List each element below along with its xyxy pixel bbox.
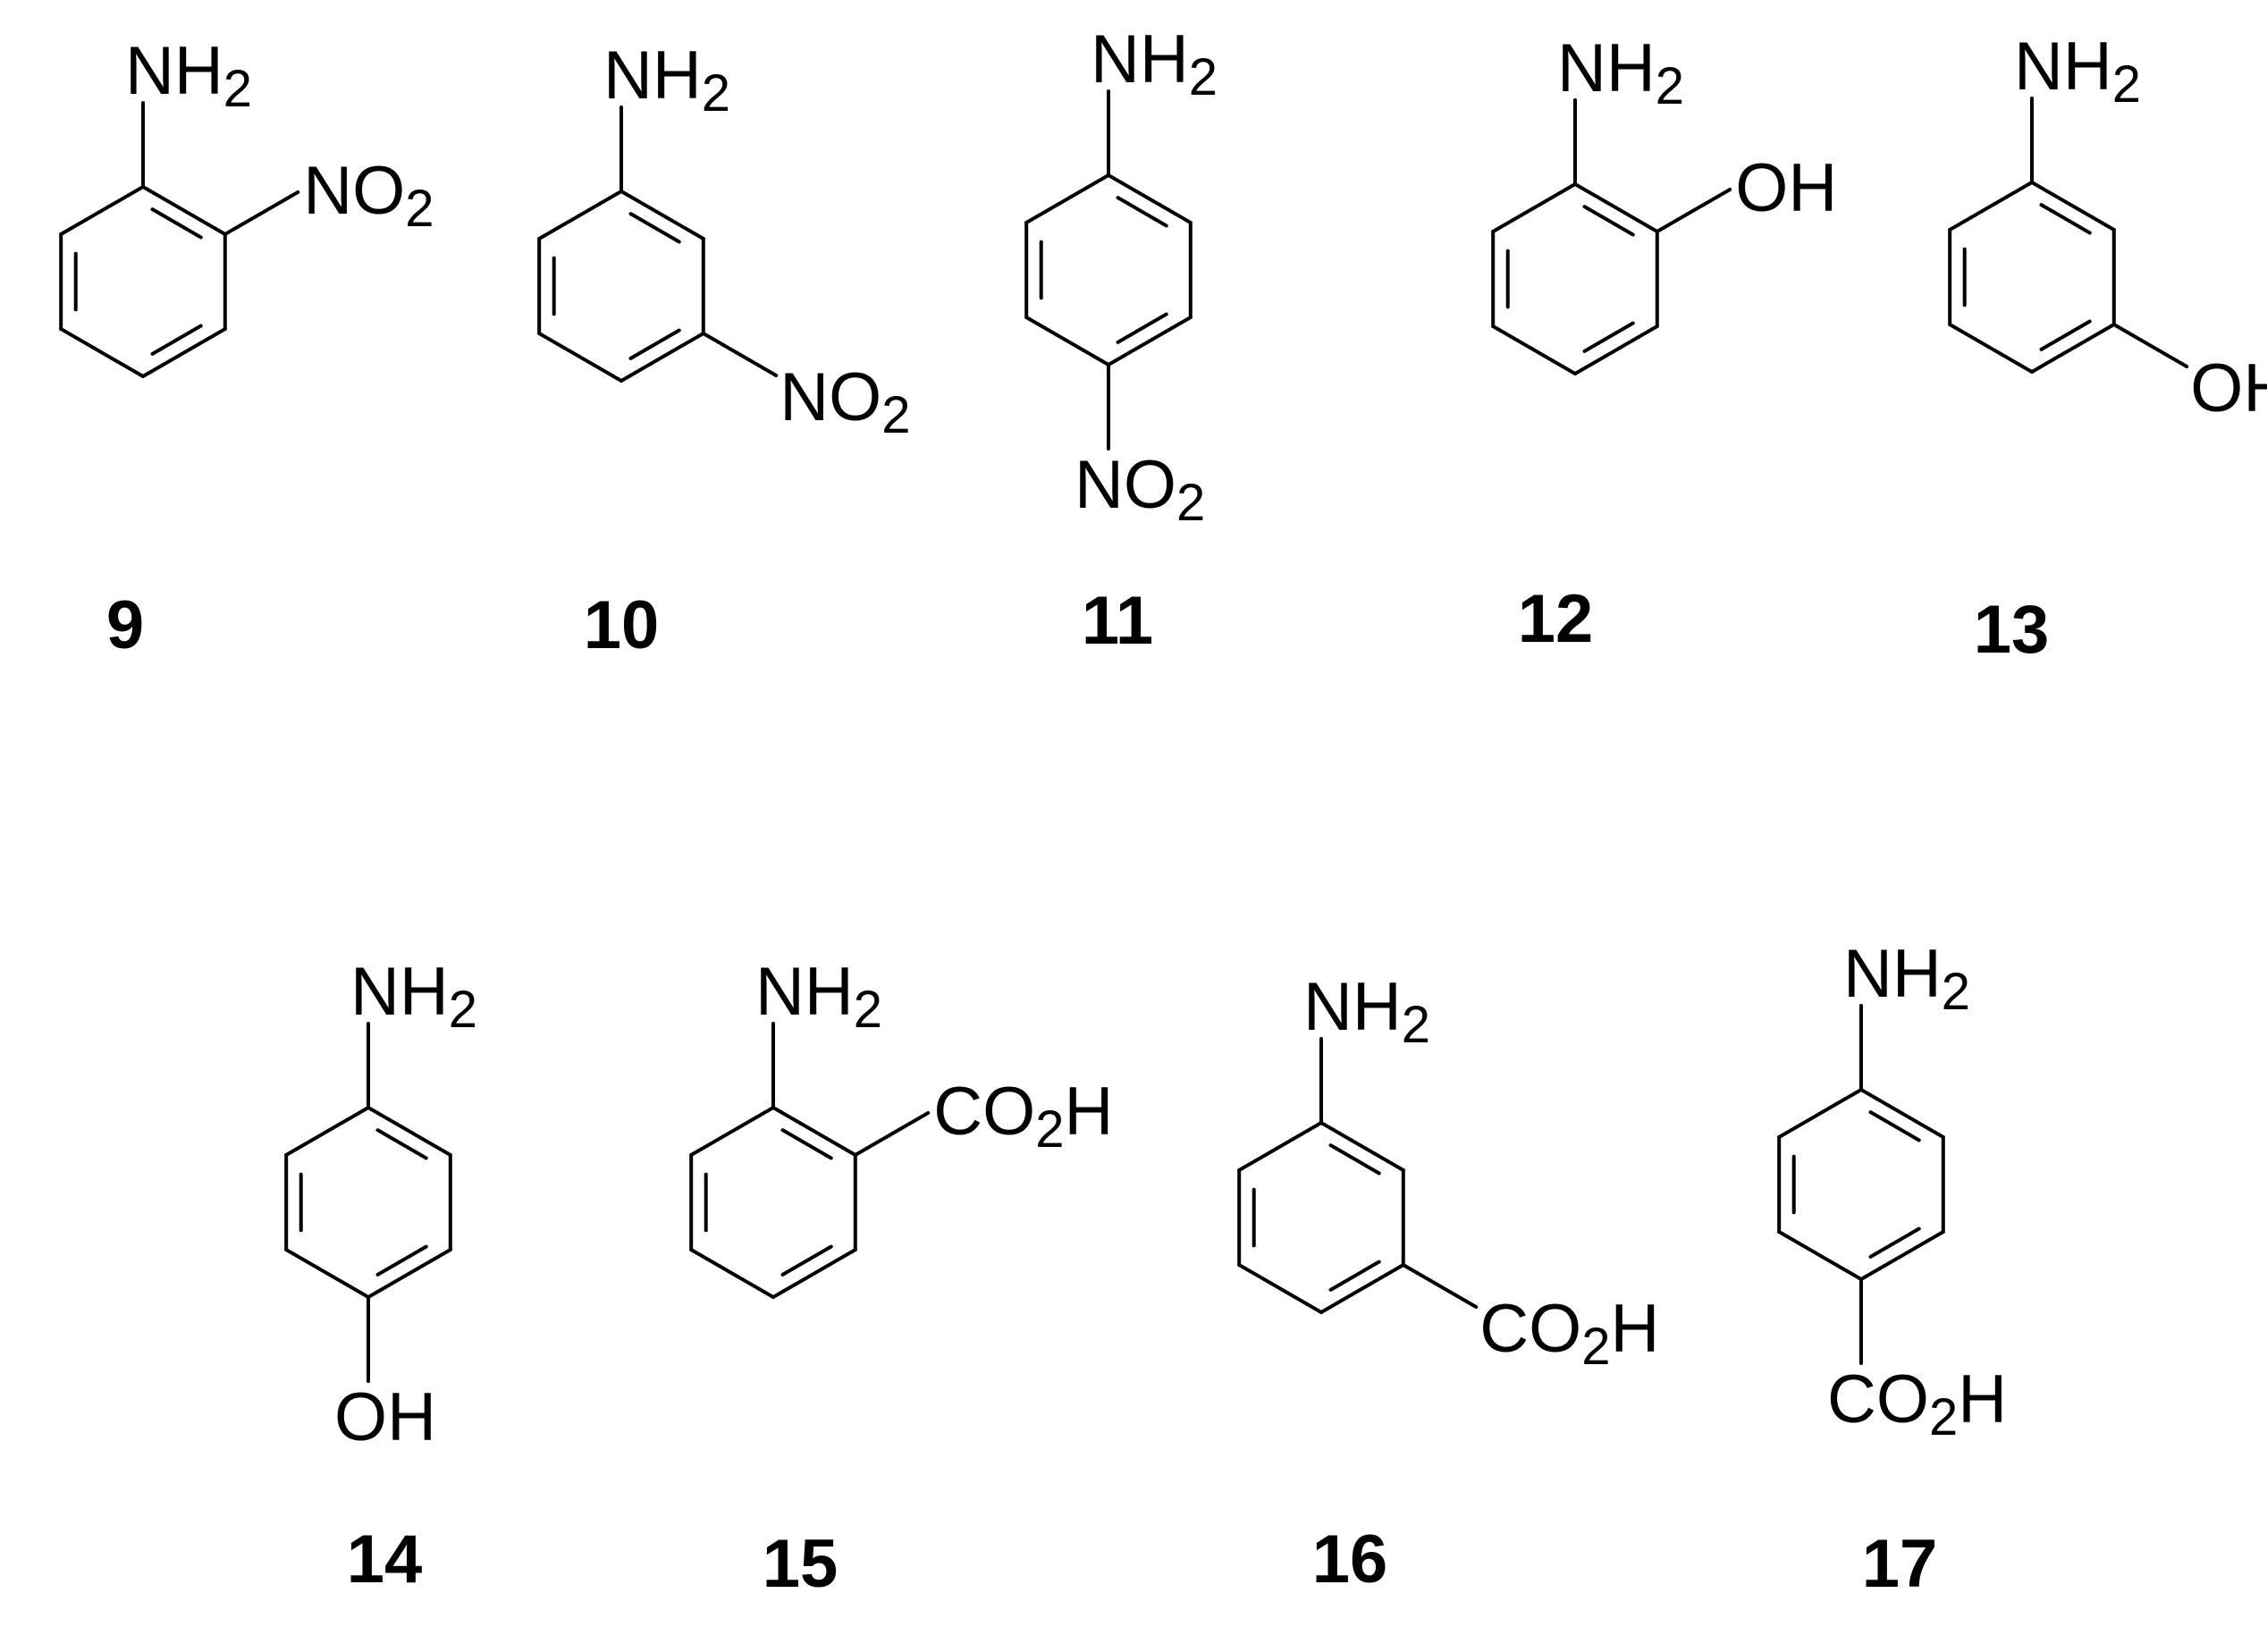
ring-bond	[1024, 316, 1110, 367]
ring-bond	[141, 185, 227, 236]
amino-group-label: NH2	[1843, 936, 1970, 1021]
double-bond-line	[1116, 312, 1168, 344]
ring-bond	[537, 332, 623, 383]
substituent-bond	[1655, 188, 1732, 233]
ring-bond	[537, 190, 623, 240]
ring-bond	[689, 1248, 775, 1299]
ring-bond	[1948, 181, 2034, 232]
double-bond-line	[628, 328, 681, 360]
double-bond-line	[1868, 1110, 1921, 1142]
ring-bond	[689, 1106, 775, 1157]
substituent-label: CO2H	[1827, 1361, 2007, 1446]
amino-group-label: NH2	[125, 33, 252, 118]
double-bond-line	[375, 1128, 428, 1160]
ring-bond	[1319, 1263, 1405, 1314]
double-bond-line	[2039, 203, 2092, 235]
substituent-bond	[2111, 323, 2189, 368]
compound-number: 9	[106, 587, 144, 663]
ring-bond	[771, 1106, 857, 1157]
substituent-bond	[223, 190, 300, 236]
substituent-label: OH	[334, 1379, 436, 1455]
ring-bond	[1777, 1230, 1863, 1281]
ring-bond	[284, 1248, 370, 1299]
compound-number: 13	[1974, 592, 2050, 668]
double-bond-line	[1582, 321, 1635, 353]
ring-bond	[1107, 173, 1192, 224]
ring-bond	[1491, 182, 1577, 233]
compound-number: 14	[347, 1521, 423, 1597]
double-bond-line	[1582, 205, 1635, 237]
double-bond-line	[1328, 1143, 1381, 1176]
amino-group-label: NH2	[1303, 969, 1430, 1054]
compound-number: 17	[1862, 1526, 1938, 1602]
double-bond-line	[628, 212, 681, 244]
ring-bond	[619, 332, 705, 383]
substituent-label: CO2H	[933, 1074, 1113, 1159]
ring-bond	[284, 1106, 370, 1157]
substituent-bond	[1401, 1263, 1479, 1309]
ring-bond	[1948, 323, 2034, 374]
ring-bond	[1573, 182, 1659, 233]
compound-number: 16	[1312, 1521, 1388, 1597]
double-bond-line	[1868, 1226, 1921, 1259]
compound-number: 10	[584, 587, 660, 663]
substituent-bond	[853, 1111, 931, 1157]
compound-number: 15	[763, 1526, 839, 1602]
substituent-label: NO2	[303, 153, 434, 238]
ring-bond	[1491, 324, 1577, 375]
amino-group-label: NH2	[2014, 29, 2141, 114]
ring-bond	[367, 1248, 452, 1299]
double-bond-line	[1328, 1260, 1381, 1292]
double-bond-line	[375, 1244, 428, 1277]
ring-bond	[141, 327, 227, 378]
amino-group-label: NH2	[1091, 21, 1218, 106]
compound-number: 12	[1518, 581, 1594, 657]
ring-bond	[771, 1248, 857, 1299]
substituent-bond	[701, 332, 779, 377]
ring-bond	[1024, 173, 1110, 224]
ring-bond	[1237, 1263, 1323, 1314]
substituent-label: OH	[1735, 150, 1837, 226]
ring-bond	[619, 190, 705, 240]
ring-bond	[59, 327, 145, 378]
double-bond-line	[1116, 196, 1168, 228]
ring-bond	[1859, 1088, 1945, 1139]
ring-bond	[59, 185, 145, 236]
ring-bond	[1237, 1121, 1323, 1172]
double-bond-line	[2039, 319, 2092, 351]
ring-bond	[1319, 1121, 1405, 1172]
compound-number: 11	[1082, 583, 1153, 659]
amino-group-label: NH2	[603, 38, 730, 122]
substituent-label: OH	[2190, 350, 2267, 426]
double-bond-line	[780, 1128, 833, 1160]
ring-bond	[367, 1106, 452, 1157]
substituent-label: NO2	[780, 359, 910, 444]
amino-group-label: NH2	[350, 954, 477, 1039]
amino-group-label: NH2	[1557, 30, 1684, 115]
ring-bond	[1107, 316, 1192, 367]
double-bond-line	[780, 1244, 833, 1277]
amino-group-label: NH2	[755, 954, 882, 1039]
double-bond-line	[150, 207, 203, 240]
substituent-label: NO2	[1075, 447, 1205, 532]
ring-bond	[2030, 323, 2116, 374]
substituent-label: CO2H	[1479, 1291, 1659, 1376]
ring-bond	[1777, 1088, 1863, 1139]
ring-bond	[2030, 181, 2116, 232]
ring-bond	[1859, 1230, 1945, 1281]
ring-bond	[1573, 324, 1659, 375]
double-bond-line	[150, 324, 203, 356]
